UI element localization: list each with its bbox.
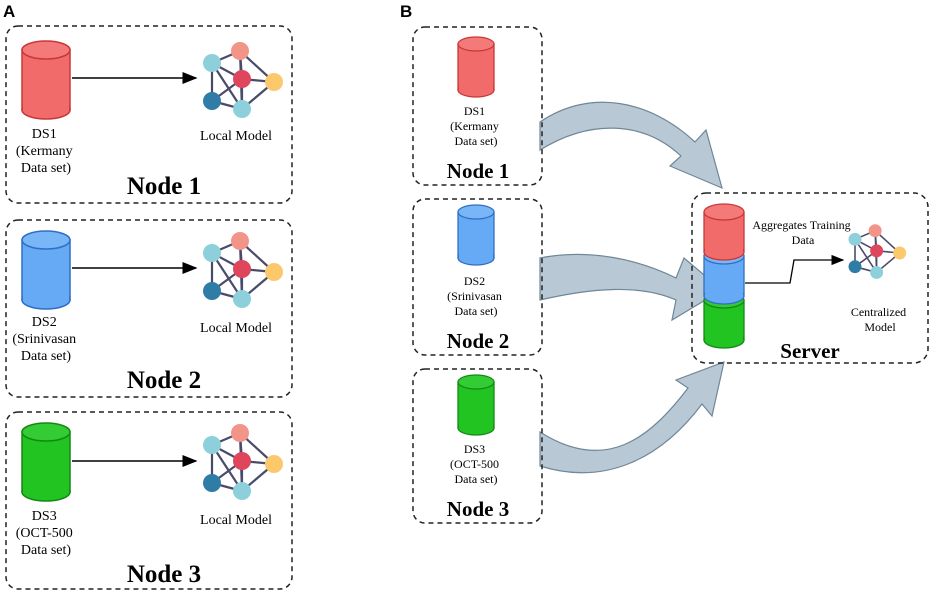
node-box	[412, 26, 543, 186]
ds-label: DS1 (Kermany Data set)	[450, 104, 502, 148]
network-node-lightblue-2	[233, 290, 251, 308]
node-title: Node 1	[127, 173, 201, 200]
panel-a-node-1: DS1 (Kermany Data set) Local Model Node …	[5, 25, 293, 204]
network-node-crimson	[870, 244, 884, 258]
network-node-crimson	[233, 70, 251, 88]
ds-label: DS2 (Srinivasan Data set)	[12, 315, 79, 364]
ds-label: DS3 (OCT-500 Data set)	[450, 442, 502, 486]
database-cylinder-icon	[457, 374, 495, 436]
network-node-salmon	[231, 42, 249, 60]
database-cylinder-icon	[21, 422, 71, 502]
local-model-label: Local Model	[200, 129, 272, 144]
database-cylinder-icon	[457, 36, 495, 98]
network-node-steel	[848, 260, 862, 274]
network-node-yellow	[265, 455, 283, 473]
node-box	[5, 411, 293, 590]
ds-label: DS1 (Kermany Data set)	[16, 127, 76, 176]
network-node-salmon	[868, 224, 882, 238]
aggregate-label: Aggregates Training Data	[752, 218, 853, 247]
network-node-yellow	[265, 263, 283, 281]
network-node-lightblue	[203, 436, 221, 454]
node-box	[5, 219, 293, 398]
curved-arrow-2	[539, 253, 724, 322]
network-node-lightblue-2	[870, 265, 884, 279]
network-edge	[211, 62, 243, 110]
network-node-steel	[203, 282, 221, 300]
local-model-label: Local Model	[200, 321, 272, 336]
network-edge	[211, 252, 243, 300]
curved-arrow-1	[539, 101, 723, 190]
database-cylinder-icon	[21, 40, 71, 120]
network-edge	[211, 444, 243, 492]
neural-network-icon	[848, 224, 907, 279]
panel-b-node-1: DS1 (Kermany Data set) Node 1	[412, 26, 543, 186]
ds-label: DS2 (Srinivasan Data set)	[447, 274, 505, 318]
network-node-lightblue-2	[233, 482, 251, 500]
network-node-lightblue-2	[233, 100, 251, 118]
network-node-steel	[203, 474, 221, 492]
panel-b-node-3: DS3 (OCT-500 Data set) Node 3	[412, 368, 543, 524]
neural-network-icon	[203, 42, 283, 118]
network-node-lightblue	[203, 244, 221, 262]
network-node-salmon	[231, 424, 249, 442]
network-node-lightblue	[203, 54, 221, 72]
database-cylinder-icon	[457, 204, 495, 266]
node-title: Node 1	[447, 159, 509, 183]
neural-network-icon	[203, 424, 283, 500]
panel-b-letter: B	[400, 2, 412, 21]
curved-arrow-3	[539, 361, 725, 474]
network-node-lightblue	[848, 232, 862, 246]
panel-a-node-2: DS2 (Srinivasan Data set) Local Model No…	[5, 219, 293, 398]
network-node-crimson	[233, 452, 251, 470]
node-title: Node 3	[127, 561, 201, 588]
neural-network-icon	[203, 232, 283, 308]
network-edge	[854, 238, 878, 273]
network-node-steel	[203, 92, 221, 110]
node-title: Node 3	[447, 497, 509, 521]
node-title: Node 2	[447, 329, 509, 353]
local-model-label: Local Model	[200, 513, 272, 528]
ds-label: DS3 (OCT-500 Data set)	[16, 509, 77, 558]
network-node-crimson	[233, 260, 251, 278]
node-box	[412, 198, 543, 356]
node-box	[5, 25, 293, 204]
database-cylinder-icon	[21, 230, 71, 310]
panel-b-node-2: DS2 (Srinivasan Data set) Node 2	[412, 198, 543, 356]
panel-a-node-3: DS3 (OCT-500 Data set) Local Model Node …	[5, 411, 293, 590]
aggregate-arrow	[745, 254, 845, 284]
centralized-model-label: Centralized Model	[851, 305, 909, 334]
node-box	[412, 368, 543, 524]
panel-a-letter: A	[3, 2, 15, 21]
node-title: Node 2	[127, 367, 201, 394]
network-node-yellow	[893, 246, 907, 260]
server-box: Aggregates Training Data Centralized Mod…	[691, 192, 929, 364]
server-title: Server	[780, 339, 839, 363]
network-node-salmon	[231, 232, 249, 250]
network-node-yellow	[265, 73, 283, 91]
server-frame	[691, 192, 929, 364]
database-cylinder-icon	[703, 203, 745, 261]
